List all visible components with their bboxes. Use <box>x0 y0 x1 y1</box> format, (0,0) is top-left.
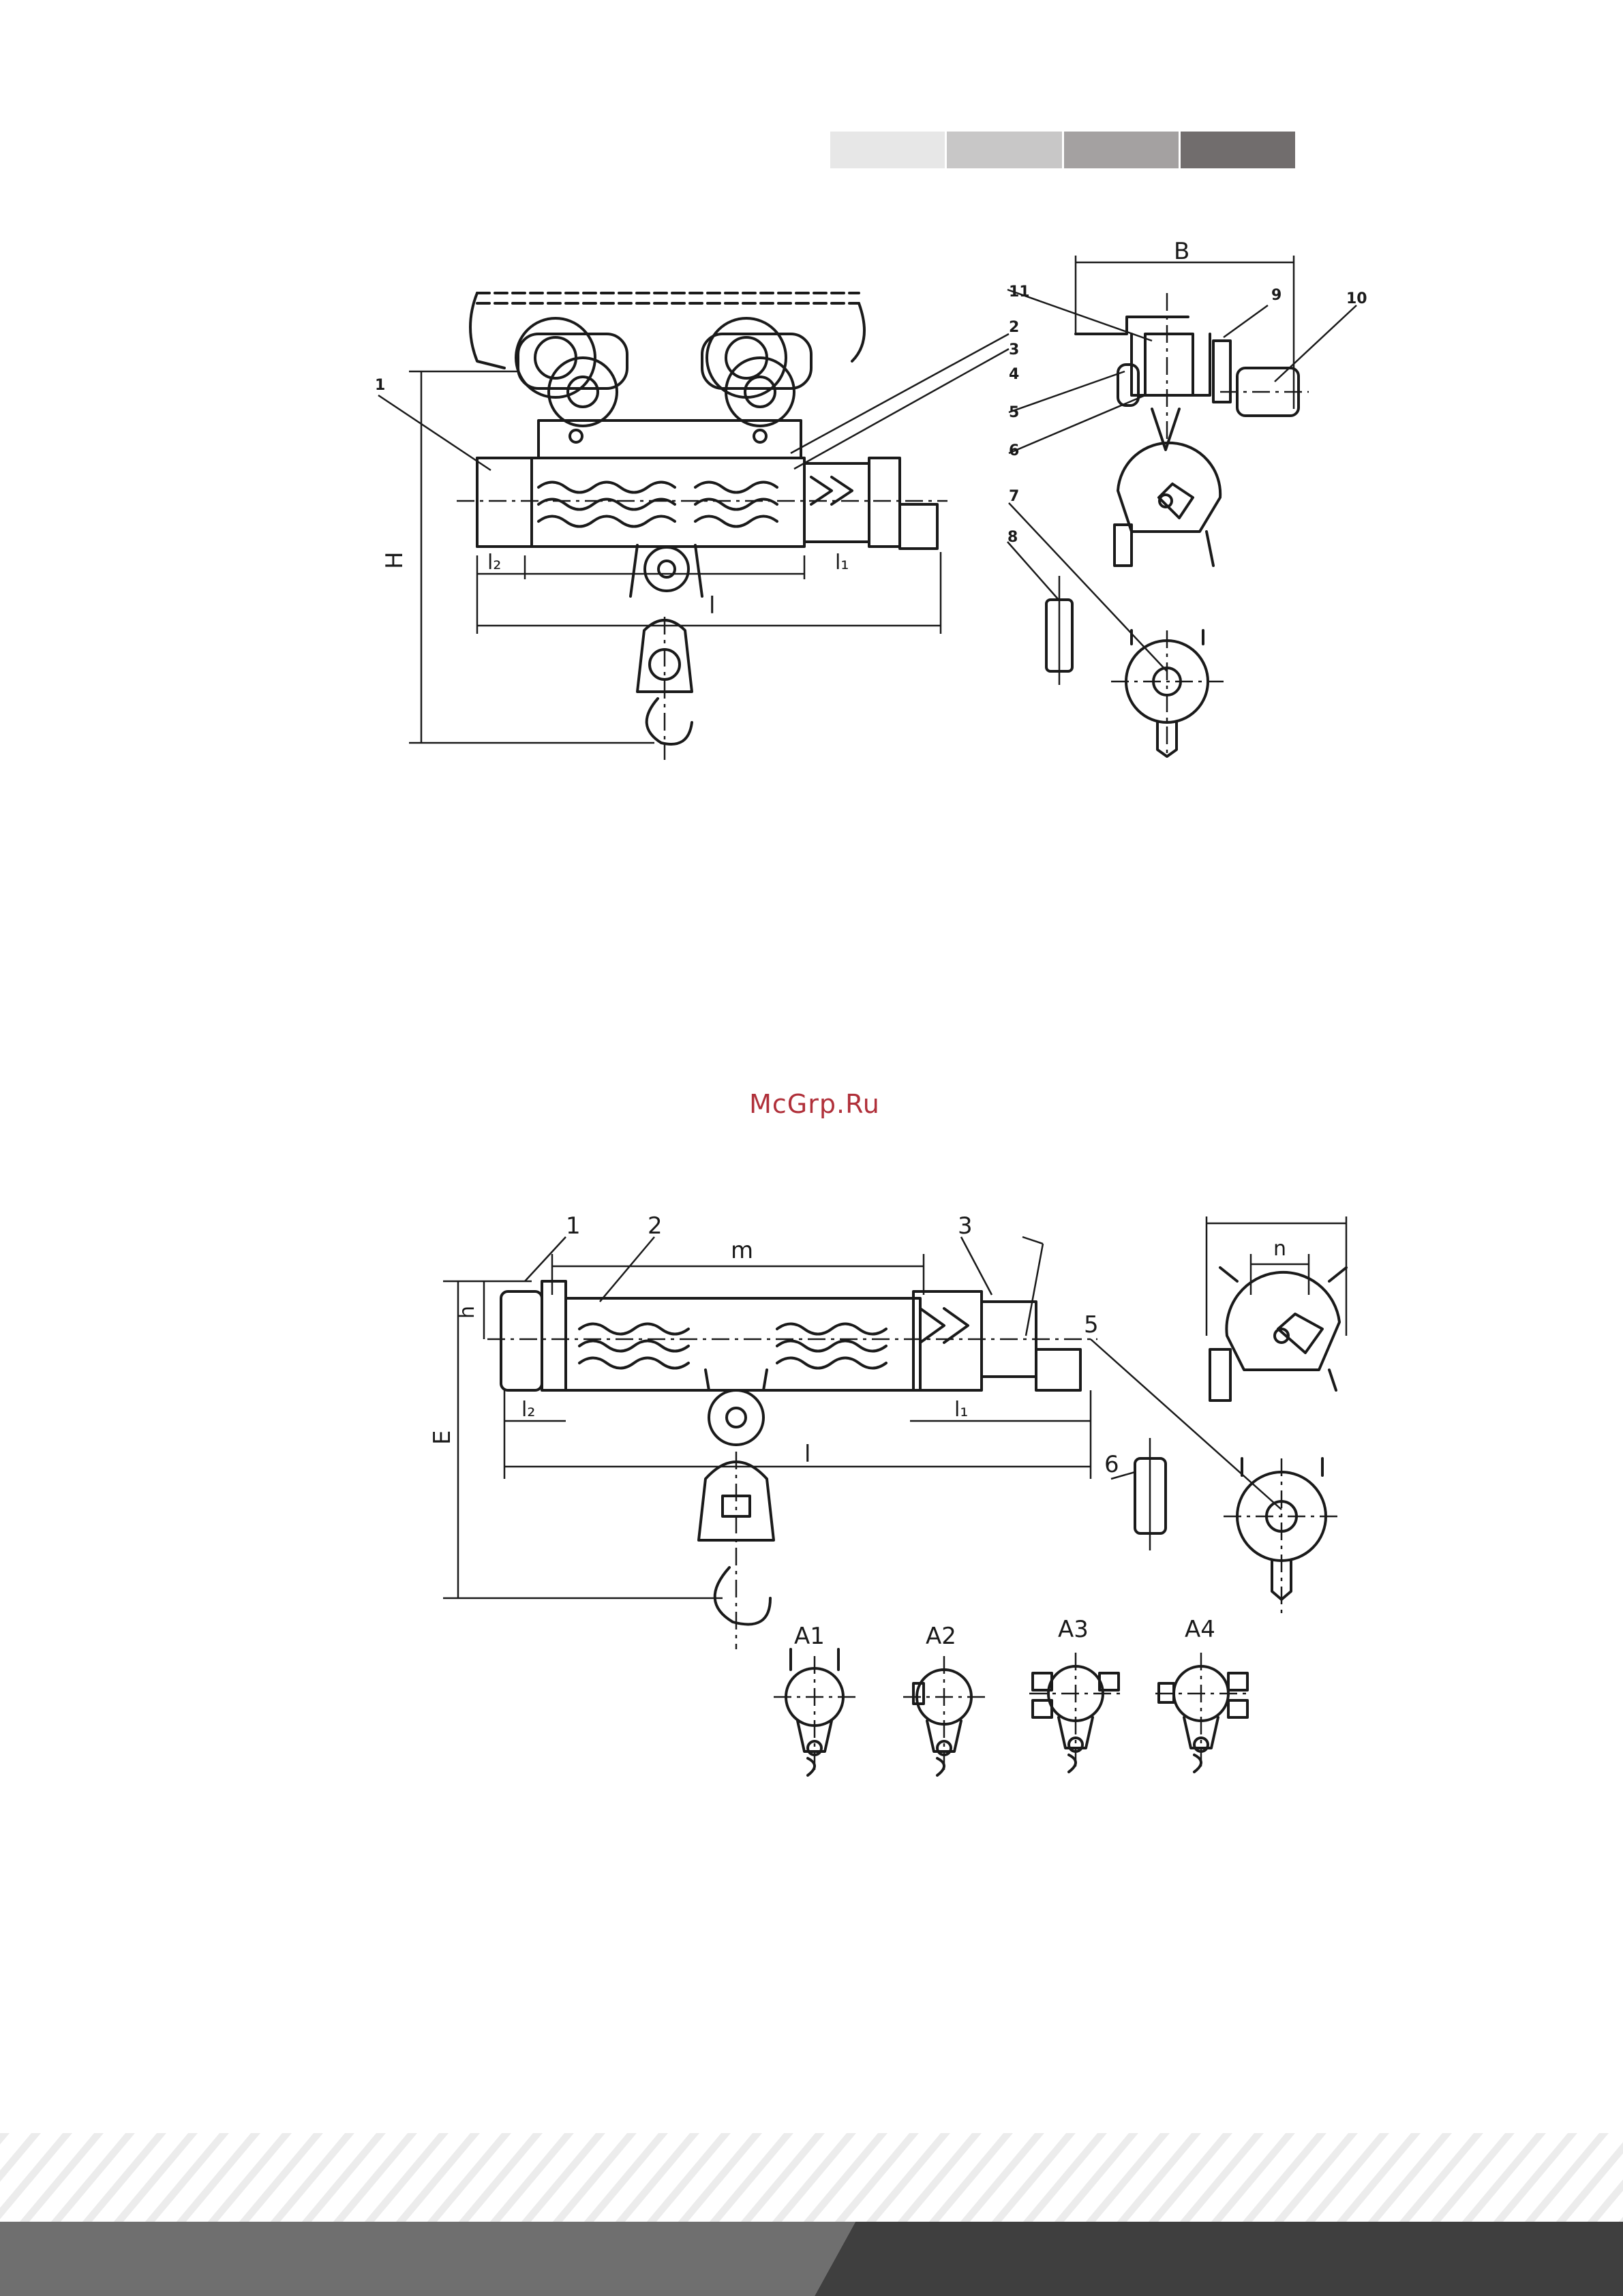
watermark: McGrp.Ru <box>736 1089 893 1119</box>
hoist-end-view: B 11 2 3 <box>791 238 1367 756</box>
callout-9-top: 9 <box>1271 287 1281 304</box>
dim-B-top: B <box>1174 238 1189 265</box>
callout-5-bottom: 5 <box>1084 1311 1099 1338</box>
callout-2-bottom: 2 <box>648 1212 663 1240</box>
dim-l-bottom: l <box>804 1441 810 1468</box>
callout-5-top: 5 <box>1009 404 1019 421</box>
dim-E: E <box>429 1430 456 1445</box>
callout-6-bottom: 6 <box>1104 1451 1119 1478</box>
variant-A4: A4 <box>1155 1616 1251 1772</box>
dim-H: H <box>381 551 408 569</box>
callout-8-top: 8 <box>1007 529 1018 546</box>
variant-A2: A2 <box>903 1623 988 1775</box>
variant-A3-label: A3 <box>1058 1616 1089 1643</box>
dim-n: n <box>1273 1237 1286 1261</box>
hoist-side-view-lower: m h E l₂ l₁ l 1 2 3 <box>429 1212 1097 1649</box>
dim-l2-top: l₂ <box>487 551 501 575</box>
footer-band-light <box>0 2222 855 2296</box>
callout-2-top: 2 <box>1009 319 1019 336</box>
callout-11-top: 11 <box>1009 284 1030 301</box>
callout-6-top: 6 <box>1009 442 1019 459</box>
trolley-left <box>516 318 627 426</box>
dim-l1-top: l₁ <box>835 551 849 575</box>
dim-l2-bottom: l₂ <box>521 1398 535 1422</box>
variant-A2-label: A2 <box>926 1623 956 1650</box>
callout-3-top: 3 <box>1009 341 1019 358</box>
dim-m: m <box>731 1237 753 1264</box>
hoist-side-view: H l₂ l₁ l 1 <box>375 293 947 760</box>
hoist-end-view-lower: n 6 5 <box>1084 1216 1346 1619</box>
footer-band <box>0 2133 1623 2296</box>
callout-7-top: 7 <box>1009 488 1019 505</box>
variant-A3: A3 <box>1029 1616 1125 1772</box>
callout-4-top: 4 <box>1009 366 1019 383</box>
callout-10-top: 10 <box>1346 290 1367 307</box>
callout-3-bottom: 3 <box>958 1212 973 1240</box>
footer-stripes <box>0 2133 1623 2222</box>
callout-1-bottom: 1 <box>566 1212 581 1240</box>
trolley-right <box>702 318 811 426</box>
dim-l1-bottom: l₁ <box>954 1398 968 1422</box>
variant-A4-label: A4 <box>1185 1616 1215 1643</box>
variant-A1: A1 <box>774 1623 855 1775</box>
dim-l-top: l <box>709 592 715 619</box>
callout-1-top: 1 <box>375 377 385 394</box>
variant-A1-label: A1 <box>794 1623 825 1650</box>
footer-band-dark <box>815 2222 1623 2296</box>
